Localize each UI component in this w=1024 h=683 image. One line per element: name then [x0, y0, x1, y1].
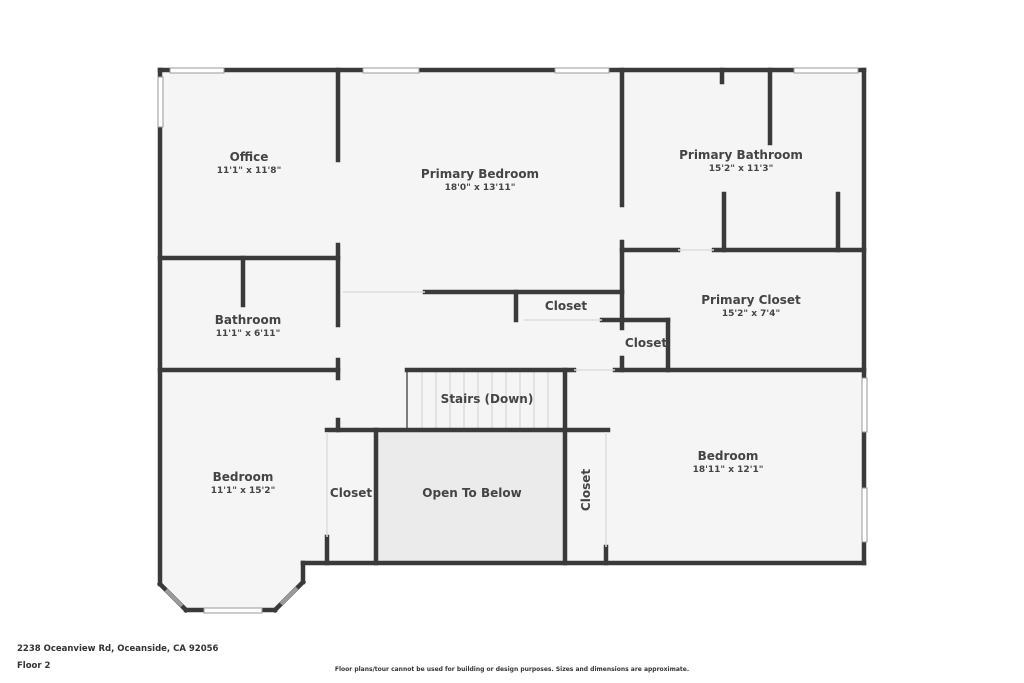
open-to-below-area: [376, 430, 565, 562]
room-dimensions: 11'1" x 15'2": [210, 486, 276, 496]
room-dimensions: 11'1" x 11'8": [216, 166, 282, 176]
room-name: Office: [229, 150, 269, 164]
room-name: Closet: [329, 486, 373, 500]
walls: [156, 67, 867, 614]
windows: [157, 67, 868, 614]
room-office: Office 11'1" x 11'8": [217, 150, 282, 176]
room-primary-bathroom: Primary Bathroom 15'2" x 11'3": [679, 148, 803, 174]
room-name: Primary Closet: [701, 293, 801, 307]
room-closet-small: Closet: [625, 336, 667, 350]
room-name: Closet: [544, 299, 588, 313]
room-dimensions: 18'11" x 12'1": [692, 465, 764, 475]
room-name: Bathroom: [214, 313, 282, 327]
room-name: Closet: [579, 468, 593, 512]
room-closet-right: Closet: [579, 469, 593, 511]
room-dimensions: 18'0" x 13'11": [444, 183, 516, 193]
room-name: Primary Bathroom: [679, 148, 803, 162]
room-primary-closet: Primary Closet 15'2" x 7'4": [701, 293, 801, 319]
room-open-to-below: Open To Below: [422, 486, 521, 500]
room-dimensions: 15'2" x 7'4": [721, 309, 781, 319]
room-closet-hall: Closet: [545, 299, 587, 313]
room-primary-bedroom: Primary Bedroom 18'0" x 13'11": [421, 167, 539, 193]
floor-label: Floor 2: [17, 661, 51, 671]
floor-fill: [160, 70, 864, 610]
room-name: Primary Bedroom: [420, 167, 540, 181]
room-dimensions: 11'1" x 6'11": [215, 329, 281, 339]
bay-windows: [164, 586, 299, 608]
room-name: Bedroom: [212, 470, 274, 484]
room-dimensions: 15'2" x 11'3": [708, 164, 774, 174]
room-bathroom: Bathroom 11'1" x 6'11": [215, 313, 281, 339]
room-bedroom-right: Bedroom 18'11" x 12'1": [693, 449, 764, 475]
room-name: Bedroom: [697, 449, 759, 463]
door-openings: [326, 249, 714, 547]
disclaimer: Floor plans/tour cannot be used for buil…: [334, 666, 690, 673]
room-closet-left: Closet: [330, 486, 372, 500]
room-name: Closet: [624, 336, 668, 350]
room-name: Stairs (Down): [440, 392, 534, 406]
room-bedroom-left: Bedroom 11'1" x 15'2": [211, 470, 276, 496]
room-name: Open To Below: [422, 486, 522, 500]
room-stairs: Stairs (Down): [441, 392, 534, 406]
stairs-treads: [421, 372, 549, 428]
property-address: 2238 Oceanview Rd, Oceanside, CA 92056: [17, 644, 219, 654]
